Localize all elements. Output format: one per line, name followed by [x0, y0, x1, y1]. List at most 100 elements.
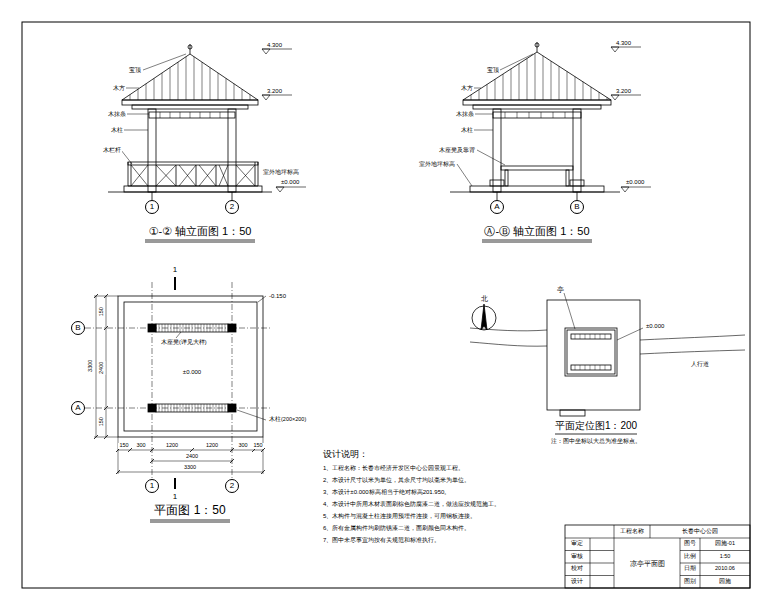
part-label: 亭	[556, 286, 565, 293]
location-plan	[470, 293, 745, 434]
title-block-cell: 比例	[683, 554, 697, 560]
elevation-1-2-part	[148, 109, 156, 192]
elevation-a-b-part	[450, 192, 620, 193]
part-label: 木方	[460, 85, 474, 91]
design-note: 注：图中坐标以大总为准坐标点。	[550, 438, 642, 444]
elevation-a-b-part	[535, 43, 539, 47]
part-label: 宝顶	[486, 67, 500, 73]
plan-view-part-part	[228, 324, 236, 332]
plan-view-part	[116, 448, 265, 474]
title-block-cell: 长春中心公园	[681, 529, 719, 535]
location-plan-part	[564, 293, 643, 340]
title-block-cell: 图别	[683, 579, 697, 585]
title-block-part	[565, 525, 750, 588]
title-block-part	[565, 525, 750, 588]
elevation-a-b-part	[490, 180, 504, 186]
elevation-mark: ±0.000	[645, 323, 665, 329]
elevation-1-2-part	[228, 109, 236, 192]
elevation-1-2	[108, 44, 306, 242]
north-arrow-part	[481, 304, 487, 330]
plan-view-part-part	[148, 404, 156, 412]
title-block-cell: 日期	[683, 566, 697, 572]
title-block-cell: 图号	[683, 541, 697, 547]
plan-view-part	[85, 282, 272, 479]
axis-number: 2	[230, 203, 234, 211]
elevation-a-b-part	[471, 53, 607, 100]
dimension-text: 2400	[185, 454, 199, 460]
elevation-1-2-part	[152, 192, 232, 200]
elevation-a-b-part	[566, 170, 569, 186]
axis-number: A	[75, 404, 80, 412]
north-label: 北	[480, 295, 489, 302]
location-plan-part	[470, 328, 745, 354]
elevation-mark: ±0.000	[182, 369, 202, 375]
axis-bubble: 2	[225, 200, 239, 214]
elevation-a-b-part	[501, 166, 573, 170]
part-label: 木座凳及靠背	[438, 147, 476, 153]
elevation-mark: 3.200	[615, 88, 632, 94]
view-title: 平面图 1：50	[153, 504, 226, 516]
plan-view-part-part	[228, 404, 236, 412]
plan-view-part	[148, 324, 236, 412]
elevation-1-2-part	[124, 186, 262, 192]
elevation-a-b-part	[463, 100, 611, 105]
axis-bubble: A	[71, 401, 85, 415]
location-plan-part	[567, 330, 615, 374]
section-mark: 1	[172, 493, 178, 501]
plan-view-part	[176, 296, 266, 420]
elevation-1-2-part	[122, 100, 258, 105]
elevation-mark: ±0.000	[625, 179, 645, 185]
dimension-text: 1200	[165, 443, 179, 449]
plan-view-part-part	[148, 324, 156, 332]
part-label: 木抹条	[455, 111, 475, 117]
plan-view-part	[159, 324, 225, 412]
elevation-mark: 4.300	[266, 42, 283, 48]
axis-number: B	[75, 324, 80, 332]
elevation-1-2-part	[130, 57, 250, 100]
axis-number: A	[494, 203, 499, 211]
notes-heading: 设计说明：	[322, 450, 369, 459]
elevation-a-b-part	[570, 180, 584, 186]
sheet-frame-part	[22, 22, 750, 588]
design-note: 6、所有金属构件均刷防锈漆二道，面刷颜色同木构件。	[322, 525, 471, 531]
part-label: 木柱	[110, 127, 124, 133]
elevation-a-b-part	[463, 52, 611, 100]
elevation-mark: ±0.000	[280, 179, 300, 185]
design-note: 5、木构件与混凝土柱连接用预埋件连接，可用钢板连接。	[322, 513, 477, 519]
elevation-a-b-part	[505, 170, 508, 186]
part-label: 宝顶	[128, 67, 142, 73]
part-label: 室外地坪标高	[418, 161, 456, 167]
elevation-a-b-part	[457, 54, 533, 186]
title-block-cell: 设计	[570, 579, 584, 585]
design-note: 3、本设计±0.000标高相当于绝对标高201.950。	[322, 489, 451, 495]
plan-view-part	[118, 437, 263, 474]
elevation-1-2-part	[121, 54, 186, 164]
view-title: Ⓐ-Ⓑ 轴立面图 1：50	[483, 226, 590, 237]
view-title: ①-② 轴立面图 1：50	[148, 226, 253, 237]
elevation-a-b-part	[505, 112, 565, 118]
location-plan-part	[575, 334, 605, 370]
elevation-mark: -0.150	[268, 293, 287, 299]
axis-bubble: 1	[145, 479, 159, 493]
elevation-a-b-part	[473, 105, 601, 109]
axis-number: 2	[230, 482, 234, 490]
part-label: 木柱(200×200)	[268, 417, 307, 423]
axis-bubble: 1	[145, 200, 159, 214]
design-note: 7、图中未尽事宜均按有关规范和标准执行。	[322, 537, 441, 543]
elevation-1-2-part	[188, 45, 192, 49]
plan-view-part	[150, 520, 230, 522]
elevation-mark: 3.200	[266, 88, 283, 94]
plan-view	[85, 277, 272, 522]
sheet-frame	[22, 22, 750, 588]
view-title: 平面定位图1：200	[554, 421, 638, 431]
title-block-cell: 园施	[718, 579, 732, 585]
part-label: 木柱	[460, 127, 474, 133]
part-label: 人行道	[690, 361, 710, 367]
elevation-1-2-part	[122, 54, 258, 100]
dimension-text: 150	[99, 416, 105, 427]
axis-bubble: B	[71, 321, 85, 335]
title-block-cell: 凉亭平面图	[629, 560, 666, 567]
location-plan-part	[560, 410, 585, 416]
title-block-cell: 审核	[570, 554, 584, 560]
elevation-a-b	[450, 42, 651, 242]
